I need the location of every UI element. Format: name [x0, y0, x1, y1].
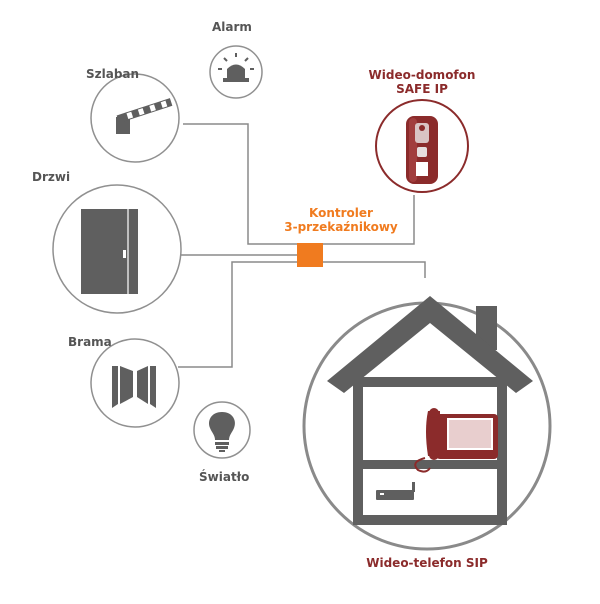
label-szlaban: Szlaban: [86, 67, 140, 81]
swiatlo-node: [193, 401, 251, 459]
label-domofon-line2: SAFE IP: [396, 82, 448, 96]
gate-icon: [112, 366, 156, 408]
label-controller-line2: 3-przekaźnikowy: [284, 220, 398, 234]
handset: [426, 411, 440, 456]
label-drzwi: Drzwi: [32, 170, 71, 184]
label-brama: Brama: [68, 335, 112, 349]
szlaban-circle: [90, 73, 180, 163]
house-icon: [327, 296, 533, 525]
line-brama: [178, 261, 297, 368]
szlaban-node: [90, 73, 180, 163]
telefon-node: [302, 296, 552, 551]
label-domofon: Wideo-domofon SAFE IP: [357, 68, 487, 96]
alarm-icon: [218, 53, 254, 82]
connector-lines: [178, 80, 426, 368]
sip-video-phone-icon: [414, 408, 498, 473]
house-floor: [361, 460, 499, 469]
brama-circle: [90, 338, 180, 428]
house-walls: [353, 377, 507, 525]
label-telefon: Wideo-telefon SIP: [366, 556, 488, 570]
domofon-node: [375, 99, 469, 193]
door-icon: [81, 209, 138, 294]
barrier-gate-icon: [116, 98, 173, 134]
line-domofon: [323, 195, 415, 245]
alarm-node: [209, 45, 263, 99]
line-telefon: [323, 261, 426, 278]
video-intercom-icon: [406, 116, 438, 184]
brama-node: [90, 338, 180, 428]
label-swiatlo: Światło: [199, 470, 250, 484]
wifi-router-icon: [376, 482, 415, 500]
drzwi-node: [52, 184, 182, 314]
label-alarm: Alarm: [212, 20, 252, 34]
roof: [327, 296, 533, 393]
line-szlaban: [183, 123, 297, 245]
label-controller: Kontroler 3-przekaźnikowy: [276, 206, 406, 234]
label-controller-line1: Kontroler: [309, 206, 373, 220]
controller-box: [297, 243, 323, 267]
light-bulb-icon: [209, 412, 235, 452]
phone-cord: [414, 457, 431, 473]
label-domofon-line1: Wideo-domofon: [368, 68, 476, 82]
